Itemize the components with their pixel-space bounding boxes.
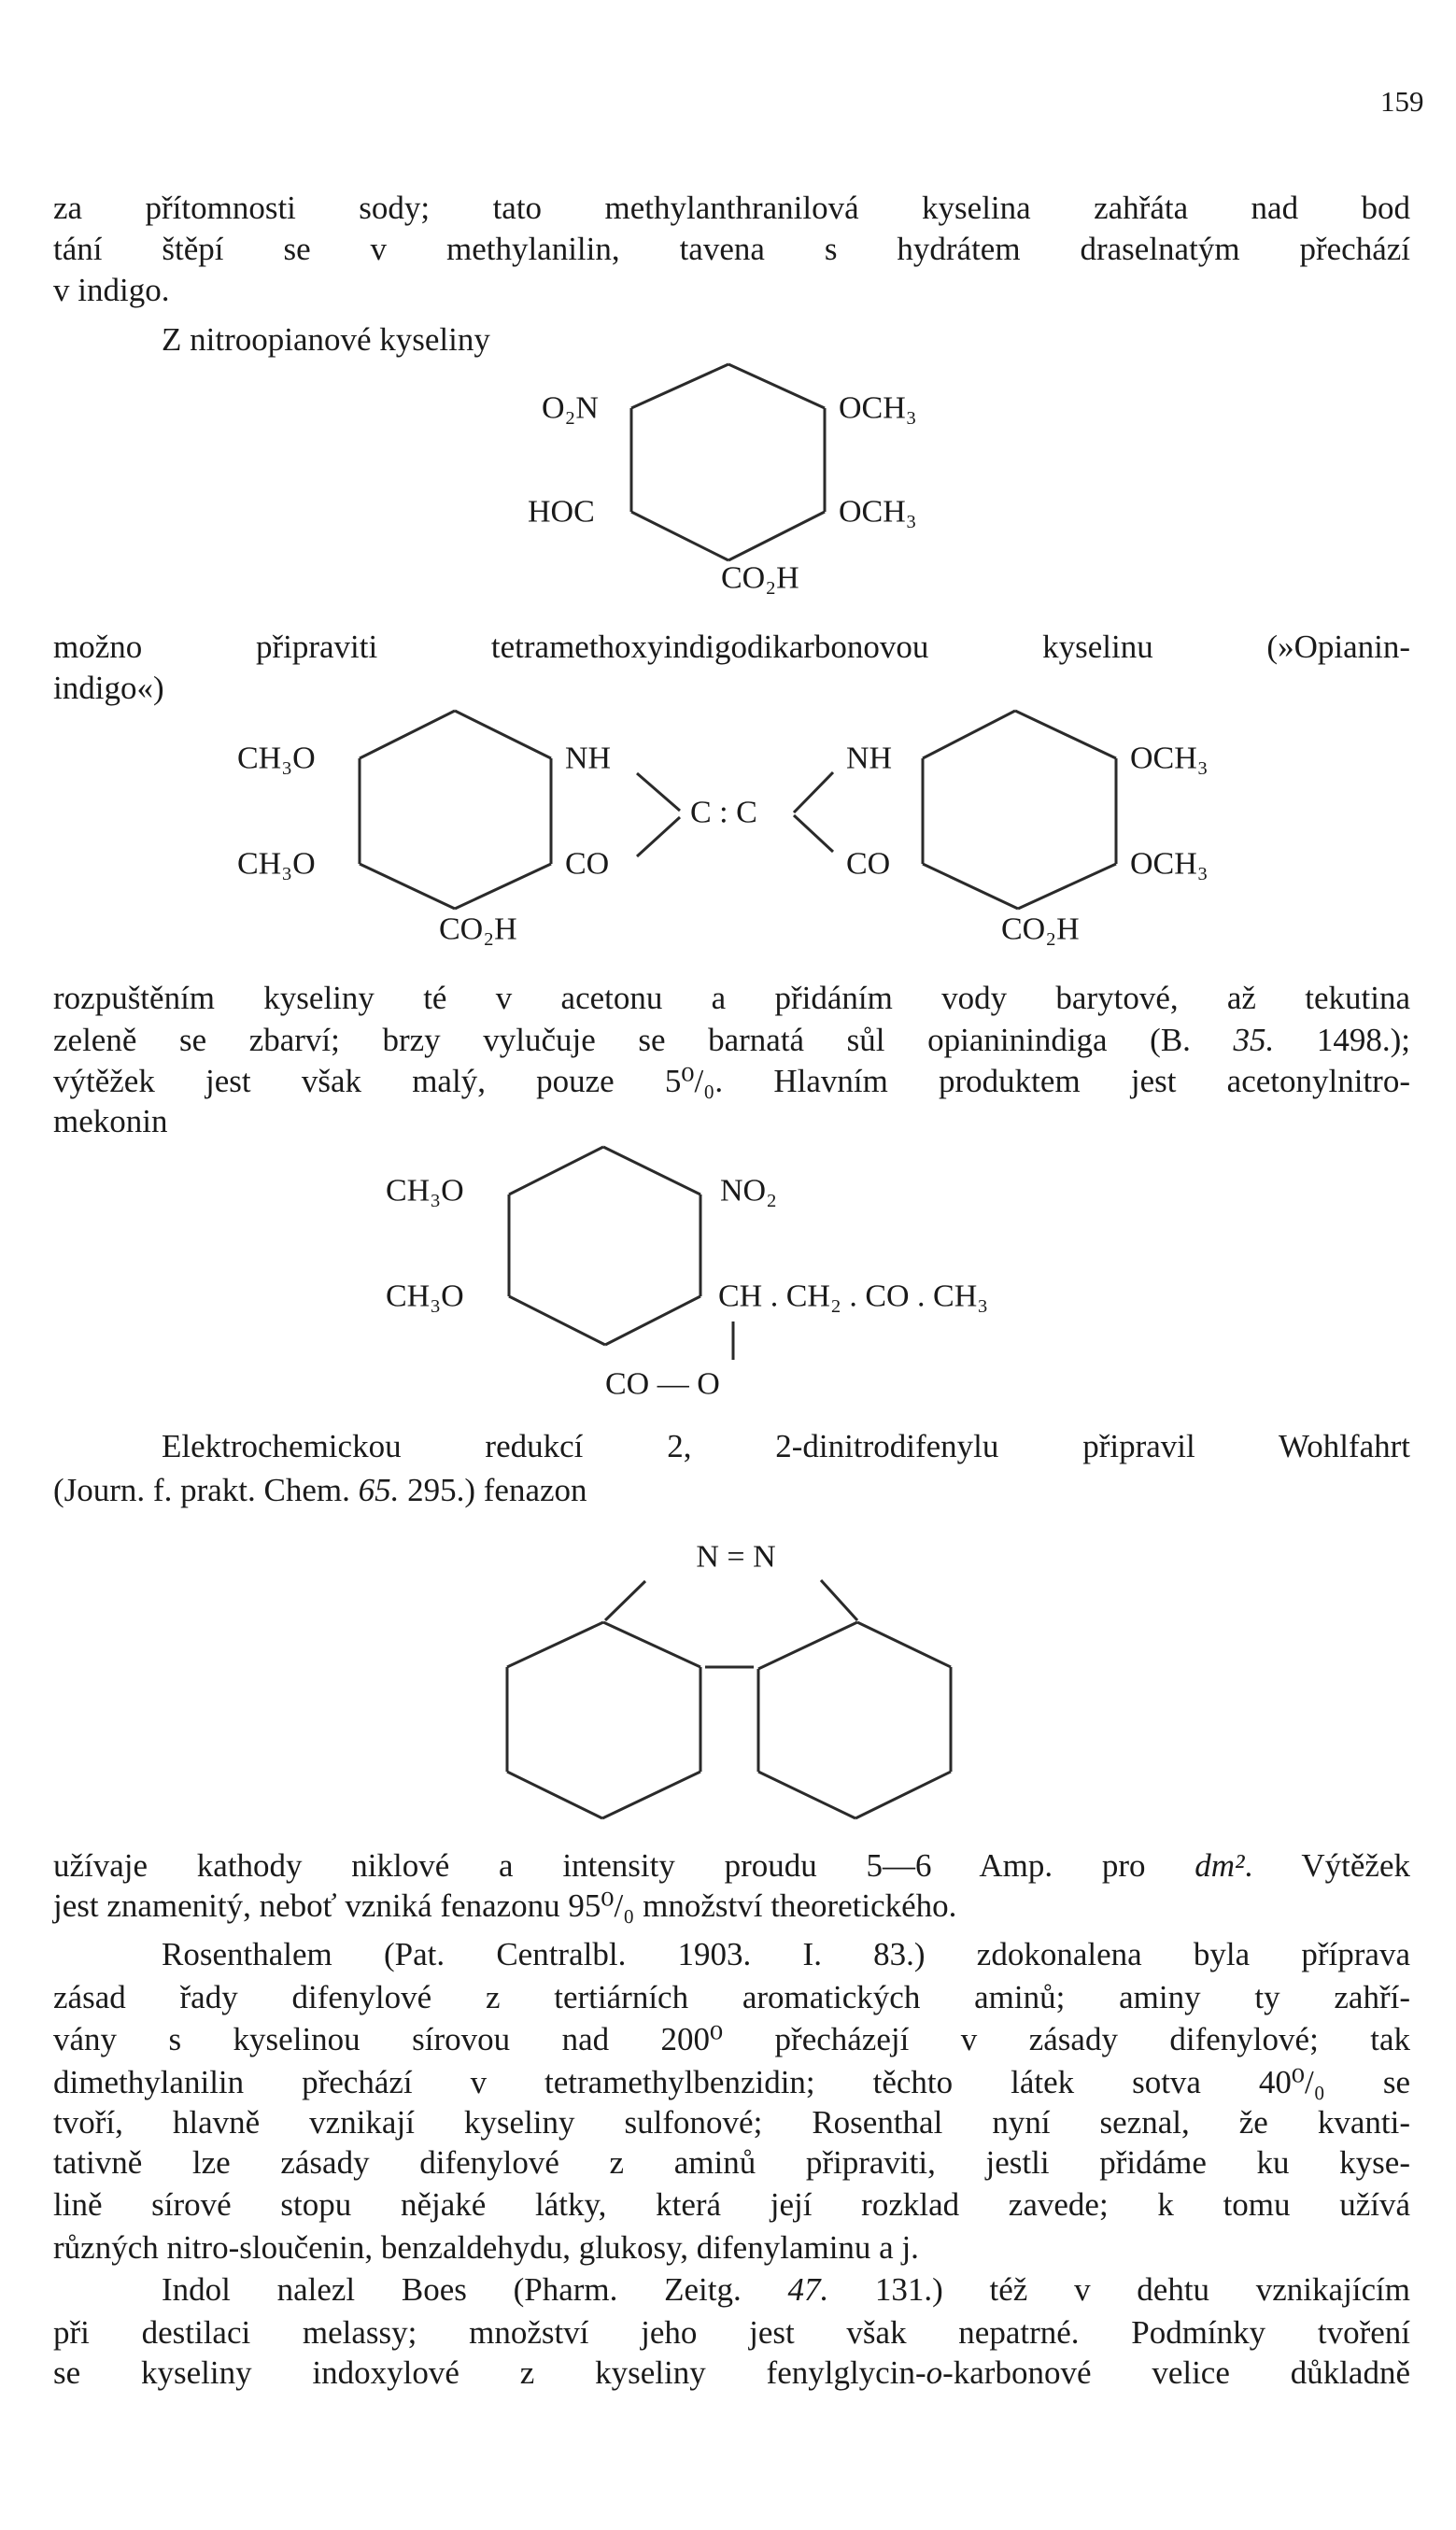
bond bbox=[1014, 709, 1117, 760]
bond bbox=[359, 862, 456, 911]
text-segment: (Journ. f. prakt. Chem. bbox=[53, 1472, 359, 1508]
label-side-chain: CH . CH₂ . CO . CH₃ bbox=[718, 1279, 988, 1314]
label-o2n: O₂N bbox=[542, 391, 599, 426]
label-och3: OCH₃ bbox=[839, 495, 917, 530]
text-segment: Indol nalezl Boes (Pharm. Zeitg. bbox=[162, 2271, 788, 2308]
volume-number: 47. bbox=[787, 2271, 829, 2308]
unit: dm² bbox=[1194, 1847, 1245, 1884]
label-no2: NO₂ bbox=[720, 1174, 777, 1208]
label-hoc: HOC bbox=[528, 495, 595, 530]
label-co: CO bbox=[565, 847, 609, 882]
text-segment: -karbonové velice důkladně bbox=[942, 2354, 1411, 2391]
text-line: indigo«) bbox=[53, 670, 164, 706]
label-co2h: CO₂H bbox=[721, 561, 799, 596]
text-line: Rosenthalem (Pat. Centralbl. 1903. I. 83… bbox=[162, 1936, 1410, 1972]
bond bbox=[757, 1770, 856, 1820]
bond bbox=[508, 1294, 606, 1347]
bond bbox=[922, 862, 1019, 911]
bond bbox=[922, 709, 1016, 760]
label-nh: NH bbox=[846, 742, 892, 776]
bond bbox=[601, 1770, 701, 1820]
text-segment: o bbox=[926, 2354, 943, 2391]
formula-acetonylnitromekonin: CH₃O CH₃O NO₂ CH . CH₂ . CO . CH₃ CO — O bbox=[386, 1145, 988, 1402]
page-number: 159 bbox=[1380, 85, 1424, 118]
bond bbox=[454, 862, 552, 911]
label-och3: OCH₃ bbox=[1130, 742, 1209, 776]
bond bbox=[792, 770, 835, 814]
bond bbox=[728, 510, 826, 562]
text-segment: 1498.); bbox=[1274, 1022, 1410, 1058]
text-segment: se kyseliny indoxylové z kyseliny fenylg… bbox=[53, 2354, 926, 2391]
bond bbox=[506, 1770, 603, 1820]
bond bbox=[635, 815, 682, 858]
label-och3: OCH₃ bbox=[1130, 847, 1209, 882]
text-line: výtěžek jest však malý, pouze 5⁰/₀. Hlav… bbox=[53, 1063, 1410, 1099]
bond bbox=[604, 1294, 701, 1347]
bond bbox=[602, 1620, 701, 1669]
label-co2h: CO₂H bbox=[439, 912, 517, 947]
bond bbox=[630, 510, 729, 562]
bond bbox=[359, 709, 456, 760]
text-line: jest znamenitý, neboť vzniká fenazonu 95… bbox=[53, 1887, 957, 1924]
label-ch3o: CH₃O bbox=[237, 742, 316, 776]
text-segment: užívaje kathody niklové a intensity prou… bbox=[53, 1847, 1195, 1884]
bond bbox=[506, 1620, 604, 1669]
text-line: při destilaci melassy; množství jeho jes… bbox=[53, 2314, 1410, 2351]
text-line: Elektrochemickou redukcí 2, 2-dinitrodif… bbox=[162, 1428, 1410, 1464]
text-line: zásad řady difenylové z tertiárních arom… bbox=[53, 1979, 1410, 2015]
text-line: za přítomnosti sody; tato methylanthrani… bbox=[53, 190, 1410, 226]
formula-fenazon: N = N bbox=[505, 1540, 953, 1820]
formula-nitroopianic-acid: O₂N OCH₃ HOC OCH₃ CO₂H bbox=[528, 362, 917, 596]
text-line: v indigo. bbox=[53, 272, 170, 308]
text-line: užívaje kathody niklové a intensity prou… bbox=[53, 1845, 1410, 1887]
text-segment: . Výtěžek bbox=[1244, 1847, 1410, 1884]
label-ch3o: CH₃O bbox=[386, 1279, 464, 1314]
volume-number: 35. bbox=[1233, 1022, 1275, 1058]
text-segment: zeleně se zbarví; brzy vylučuje se barna… bbox=[53, 1022, 1234, 1058]
text-line: lině sírové stopu nějaké látky, která je… bbox=[53, 2186, 1410, 2223]
label-c-c: C : C bbox=[690, 796, 757, 830]
text-line: tání štěpí se v methylanilin, tavena s h… bbox=[53, 231, 1410, 267]
bond bbox=[630, 362, 729, 410]
bond bbox=[757, 1620, 858, 1671]
label-ch3o: CH₃O bbox=[386, 1174, 464, 1208]
bond bbox=[602, 1145, 701, 1196]
bond bbox=[508, 1145, 604, 1196]
text-line: zeleně se zbarví; brzy vylučuje se barna… bbox=[53, 1020, 1410, 1061]
volume-number: 65. bbox=[358, 1472, 400, 1508]
text-segment: 295.) fenazon bbox=[399, 1472, 587, 1508]
text-line: mekonin bbox=[53, 1103, 168, 1139]
text-line: různých nitro-sloučenin, benzaldehydu, g… bbox=[53, 2229, 919, 2266]
text-line: rozpuštěním kyseliny té v acetonu a přid… bbox=[53, 980, 1410, 1016]
text-line: vány s kyselinou sírovou nad 200⁰ přechá… bbox=[53, 2021, 1410, 2057]
label-lactone: CO — O bbox=[605, 1367, 720, 1402]
bond bbox=[819, 1578, 859, 1622]
text-line: tativně lze zásady difenylové z aminů př… bbox=[53, 2144, 1410, 2181]
text-line: Z nitroopianové kyseliny bbox=[162, 321, 490, 358]
formula-opianin-indigo: CH₃O CH₃O NH CO CO₂H C : C NH CO OCH₃ OC… bbox=[237, 709, 1209, 947]
label-co: CO bbox=[846, 847, 890, 882]
text-line: se kyseliny indoxylové z kyseliny fenylg… bbox=[53, 2353, 1410, 2394]
text-line: dimethylanilin přechází v tetramethylben… bbox=[53, 2064, 1410, 2100]
label-azo: N = N bbox=[696, 1540, 775, 1575]
label-ch3o: CH₃O bbox=[237, 847, 316, 882]
bond bbox=[1017, 862, 1117, 911]
text-line: (Journ. f. prakt. Chem. 65. 295.) fenazo… bbox=[53, 1470, 1410, 1511]
bond bbox=[454, 709, 552, 760]
label-nh: NH bbox=[565, 742, 611, 776]
text-line: tvoří, hlavně vznikají kyseliny sulfonov… bbox=[53, 2104, 1410, 2141]
bond bbox=[792, 813, 835, 854]
bond bbox=[603, 1579, 647, 1622]
label-co2h: CO₂H bbox=[1001, 912, 1080, 947]
bond bbox=[856, 1620, 952, 1669]
label-och3: OCH₃ bbox=[839, 391, 917, 426]
bond bbox=[636, 771, 681, 813]
text-line: Indol nalezl Boes (Pharm. Zeitg. 47. 131… bbox=[53, 2269, 1410, 2311]
bond bbox=[728, 362, 826, 410]
text-line: možno připraviti tetramethoxyindigodikar… bbox=[53, 629, 1410, 665]
bond bbox=[855, 1770, 952, 1820]
text-segment: 131.) též v dehtu vznikajícím bbox=[828, 2271, 1410, 2308]
